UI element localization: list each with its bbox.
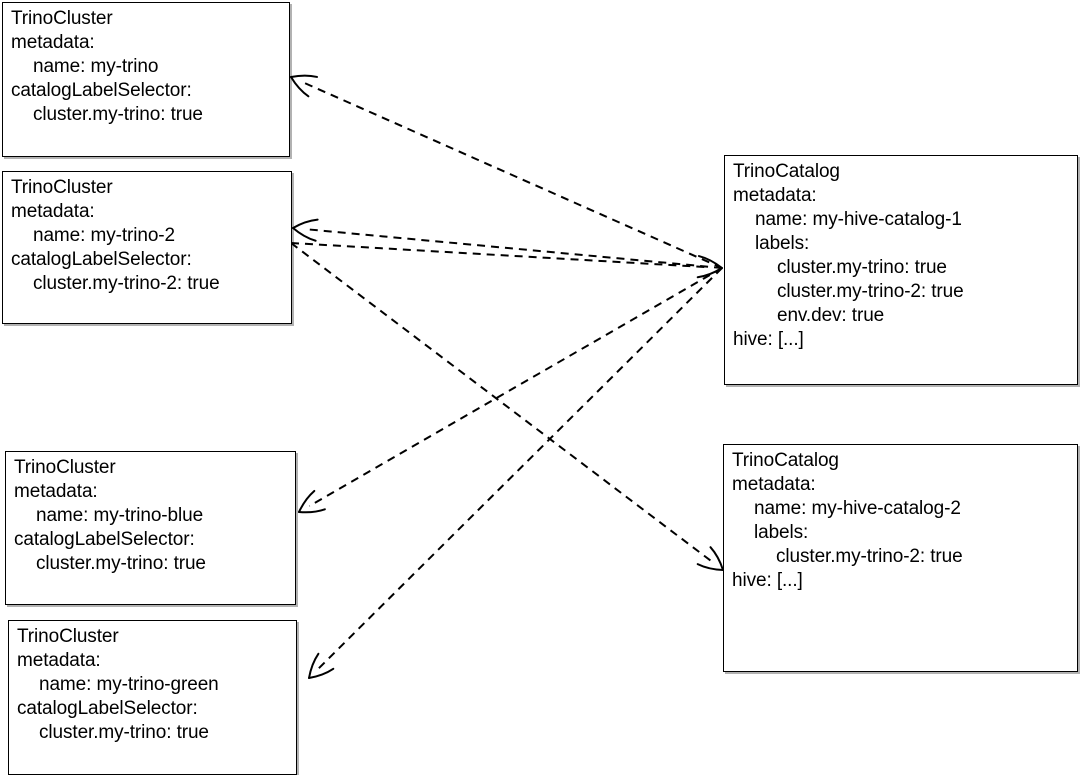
edge-line	[301, 80, 723, 269]
node-kind-label: TrinoCluster	[17, 626, 119, 647]
node-text-line: hive: [...]	[732, 570, 803, 591]
node-text-line: metadata:	[14, 481, 98, 502]
node-cluster-my-trino-green[interactable]: TrinoCluster metadata: name: my-trino-gree…	[8, 620, 297, 775]
node-text-line: catalogLabelSelector:	[11, 249, 192, 270]
edge-line	[304, 228, 723, 269]
node-kind-label: TrinoCatalog	[732, 450, 839, 471]
edge-line	[308, 267, 723, 507]
node-text-line: name: my-hive-catalog-1	[755, 209, 962, 230]
arrow-head-barb	[709, 546, 724, 571]
node-text-line: cluster.my-trino: true	[33, 104, 203, 125]
node-text-line: name: my-trino	[33, 56, 159, 77]
edge-edge-catalog1-to-my-trino-blue	[298, 267, 723, 514]
arrow-head-barb	[292, 227, 317, 242]
node-text-line: cluster.my-trino-2: true	[776, 546, 963, 567]
node-text-line: catalogLabelSelector:	[17, 698, 198, 719]
node-kind-label: TrinoCluster	[14, 457, 116, 478]
arrow-head-barb	[696, 267, 723, 279]
edge-edge-my-trino-2-to-catalog1	[290, 242, 723, 279]
node-text-line: name: my-trino-green	[39, 674, 219, 695]
node-text-line: name: my-hive-catalog-2	[754, 498, 961, 519]
edge-edge-catalog1-to-my-trino	[290, 74, 723, 269]
arrow-head-barb	[298, 508, 326, 514]
arrow-head-barb	[697, 255, 723, 269]
node-text-line: catalogLabelSelector:	[11, 80, 192, 101]
node-text-line: cluster.my-trino: true	[39, 722, 209, 743]
arrow-head-barb	[696, 563, 724, 571]
node-text-line: cluster.my-trino: true	[777, 257, 947, 278]
node-text-line: name: my-trino-blue	[36, 505, 204, 526]
node-text-line: cluster.my-trino-2: true	[33, 273, 220, 294]
node-text-line: cluster.my-trino-2: true	[777, 281, 964, 302]
arrow-head-barb	[308, 652, 320, 679]
node-cluster-my-trino-2[interactable]: TrinoCluster metadata: name: my-trino-2 cat…	[2, 171, 292, 324]
node-cluster-my-trino[interactable]: TrinoCluster metadata: name: my-trino catal…	[2, 2, 290, 157]
node-text-line: metadata:	[733, 185, 817, 206]
node-text-line: env.dev: true	[777, 305, 885, 326]
arrow-head-barb	[290, 76, 310, 98]
node-text-line: name: my-trino-2	[33, 225, 175, 246]
arrow-head-barb	[290, 74, 318, 78]
node-kind-label: TrinoCluster	[11, 8, 113, 29]
node-text-line: labels:	[754, 522, 809, 543]
node-text-line: metadata:	[11, 32, 95, 53]
node-text-line: hive: [...]	[733, 329, 804, 350]
node-text-line: catalogLabelSelector:	[14, 529, 195, 550]
node-text-line: labels:	[755, 233, 810, 254]
edge-line	[316, 267, 723, 671]
edge-line	[290, 242, 715, 564]
edge-edge-catalog1-to-my-trino-green	[308, 267, 723, 679]
node-catalog-my-hive-catalog-1[interactable]: TrinoCatalog metadata: name: my-hive-catal…	[724, 155, 1078, 385]
node-cluster-my-trino-blue[interactable]: TrinoCluster metadata: name: my-trino-blue…	[5, 451, 296, 605]
node-text-line: cluster.my-trino: true	[36, 553, 206, 574]
node-kind-label: TrinoCatalog	[733, 161, 840, 182]
arrow-head-barb	[308, 667, 335, 679]
edge-edge-catalog1-to-my-trino-2-a	[292, 218, 723, 269]
edge-edge-my-trino-2-to-catalog2	[290, 242, 724, 571]
node-text-line: metadata:	[732, 474, 816, 495]
arrow-head-barb	[298, 489, 316, 513]
node-text-line: metadata:	[17, 650, 101, 671]
arrow-head-barb	[292, 218, 319, 229]
node-text-line: metadata:	[11, 201, 95, 222]
edge-line	[290, 242, 711, 269]
node-kind-label: TrinoCluster	[11, 177, 113, 198]
node-catalog-my-hive-catalog-2[interactable]: TrinoCatalog metadata: name: my-hive-catal…	[723, 444, 1078, 672]
